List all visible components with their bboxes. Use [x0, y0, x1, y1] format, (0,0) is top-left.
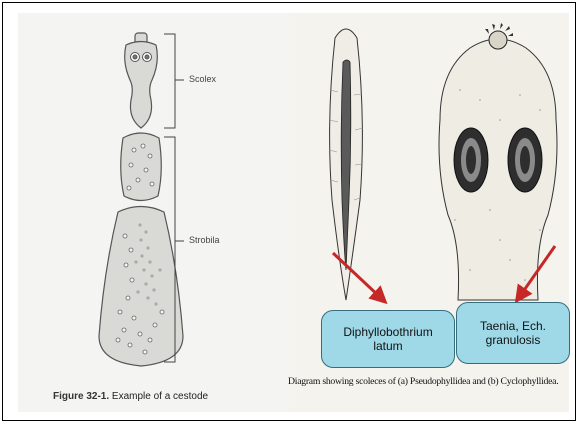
- callout-diphyllobothrium: Diphyllobothrium latum: [321, 310, 455, 368]
- callout-line-1: Diphyllobothrium: [343, 325, 432, 339]
- caption-text: Example of a cestode: [109, 391, 208, 402]
- left-caption: Figure 32-1. Example of a cestode: [53, 391, 208, 402]
- callout-taenia: Taenia, Ech. granulosis: [456, 302, 570, 364]
- proglottid-gravid: [99, 207, 183, 367]
- callout-line-2: latum: [343, 339, 432, 353]
- proglottid-upper: [121, 133, 162, 201]
- cyclophyllidea-scolex: [439, 23, 557, 300]
- cestode-drawing: [99, 33, 183, 366]
- arrow-to-diphyllobothrium: [333, 253, 381, 298]
- strobila-label: Strobila: [189, 235, 220, 245]
- caption-figure-number: Figure 32-1.: [53, 391, 109, 402]
- callout-line-2: granulosis: [480, 333, 546, 347]
- callout-line-1: Taenia, Ech.: [480, 319, 546, 333]
- pseudophyllidea-scolex: [329, 29, 363, 300]
- scolex-label: Scolex: [189, 74, 216, 84]
- right-caption: Diagram showing scoleces of (a) Pseudoph…: [288, 376, 573, 387]
- scolex-shape: [125, 42, 158, 129]
